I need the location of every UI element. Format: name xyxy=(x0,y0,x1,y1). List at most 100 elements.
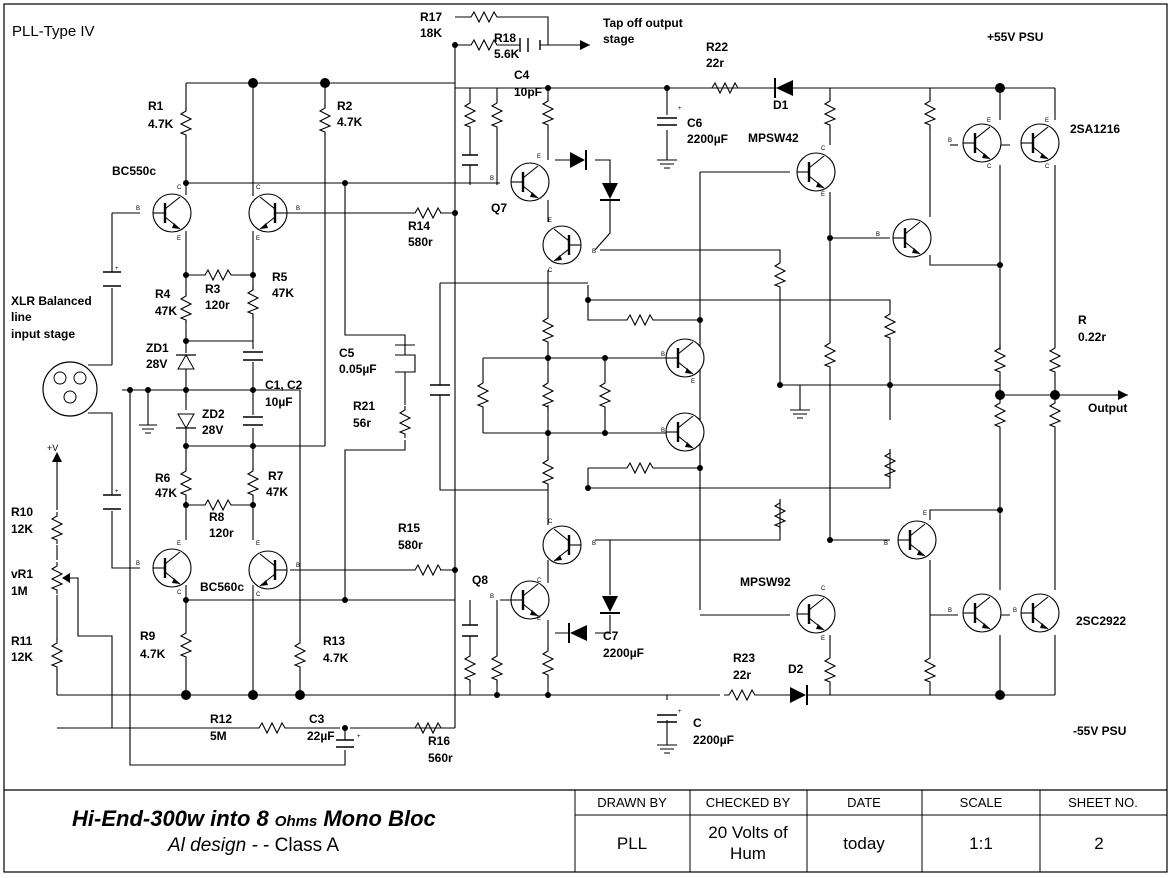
svg-text:C: C xyxy=(1045,164,1050,170)
tap-off-label-2: stage xyxy=(603,32,635,46)
svg-text:D1: D1 xyxy=(773,98,789,112)
d2-label: D2 xyxy=(788,662,804,676)
pin-letters: B C E B C E B E C B E C B E B E C C B B … xyxy=(115,106,1050,740)
svg-text:R: R xyxy=(1078,313,1087,327)
svg-text:E: E xyxy=(987,118,991,124)
svg-text:12K: 12K xyxy=(11,522,33,536)
svg-text:10pF: 10pF xyxy=(514,85,542,99)
capacitor-symbols xyxy=(103,38,677,748)
drawing-subtitle: Al design - - Class A xyxy=(167,835,339,856)
svg-text:120r: 120r xyxy=(205,298,230,312)
svg-text:28V: 28V xyxy=(202,423,223,437)
svg-text:10µF: 10µF xyxy=(265,395,293,409)
checked-by-value-1: 20 Volts of xyxy=(708,823,788,842)
svg-text:47K: 47K xyxy=(266,485,288,499)
svg-text:R18: R18 xyxy=(494,31,516,45)
ground-symbols xyxy=(139,159,810,754)
svg-text:4.7K: 4.7K xyxy=(337,115,363,129)
svg-text:C3: C3 xyxy=(309,712,325,726)
2sc2922-label: 2SC2922 xyxy=(1076,614,1126,628)
sheet-no-header: SHEET NO. xyxy=(1068,795,1138,810)
svg-text:R17: R17 xyxy=(420,10,442,24)
svg-text:B: B xyxy=(490,176,494,182)
drawn-by-value: PLL xyxy=(617,834,647,853)
svg-text:E: E xyxy=(256,236,260,242)
svg-text:+: + xyxy=(115,489,119,495)
svg-text:C6: C6 xyxy=(687,116,703,130)
svg-text:C: C xyxy=(256,592,261,598)
svg-text:+: + xyxy=(115,266,119,272)
svg-text:E: E xyxy=(821,192,825,198)
svg-text:B: B xyxy=(490,594,494,600)
svg-text:line: line xyxy=(11,310,32,324)
svg-text:C: C xyxy=(693,716,702,730)
svg-text:XLR Balanced: XLR Balanced xyxy=(11,294,92,308)
svg-text:R2: R2 xyxy=(337,99,353,113)
svg-text:C: C xyxy=(537,578,542,584)
r2-label: R2 4.7K xyxy=(337,99,363,129)
svg-text:2200µF: 2200µF xyxy=(603,646,644,660)
svg-text:D2: D2 xyxy=(788,662,804,676)
svg-text:vR1: vR1 xyxy=(11,567,33,581)
r9-label: R9 4.7K xyxy=(140,629,166,661)
svg-text:E: E xyxy=(691,379,695,385)
c5-label: C50.05µF xyxy=(339,346,377,376)
svg-text:C: C xyxy=(548,519,553,525)
svg-text:R9: R9 xyxy=(140,629,156,643)
svg-text:28V: 28V xyxy=(146,357,167,371)
svg-text:2200µF: 2200µF xyxy=(687,132,728,146)
svg-text:B: B xyxy=(661,428,665,434)
svg-text:E: E xyxy=(537,616,541,622)
svg-text:R16: R16 xyxy=(428,734,450,748)
svg-text:47K: 47K xyxy=(272,286,294,300)
r16-label: R16 560r xyxy=(428,734,453,765)
svg-text:B: B xyxy=(948,608,952,614)
svg-text:18K: 18K xyxy=(420,26,442,40)
type-label: PLL-Type IV xyxy=(12,23,95,40)
svg-text:E: E xyxy=(821,636,825,642)
svg-text:12K: 12K xyxy=(11,650,33,664)
svg-text:R6: R6 xyxy=(155,471,171,485)
svg-text:4.7K: 4.7K xyxy=(323,651,349,665)
svg-text:4.7K: 4.7K xyxy=(140,647,166,661)
c6-label: C6 2200µF xyxy=(687,116,728,146)
svg-text:560r: 560r xyxy=(428,751,453,765)
plus-v-label: +V xyxy=(47,443,58,453)
svg-text:B: B xyxy=(948,138,952,144)
svg-text:22r: 22r xyxy=(733,668,751,682)
diode-symbols xyxy=(176,78,808,705)
supply-positive-label: +55V PSU xyxy=(987,30,1043,44)
svg-text:0.05µF: 0.05µF xyxy=(339,362,377,376)
svg-text:R23: R23 xyxy=(733,651,755,665)
svg-text:E: E xyxy=(548,218,552,224)
svg-text:+: + xyxy=(678,709,682,715)
svg-text:47K: 47K xyxy=(155,304,177,318)
svg-text:R14: R14 xyxy=(408,219,430,233)
svg-text:+: + xyxy=(357,734,361,740)
scale-value: 1:1 xyxy=(969,834,993,853)
svg-text:R15: R15 xyxy=(398,521,420,535)
svg-text:120r: 120r xyxy=(209,526,234,540)
svg-text:R10: R10 xyxy=(11,505,33,519)
sheet-frame xyxy=(3,3,1168,873)
input-stage-label: XLR Balanced line input stage xyxy=(11,294,92,341)
drawn-by-header: DRAWN BY xyxy=(597,795,667,810)
svg-text:4.7K: 4.7K xyxy=(148,117,174,131)
svg-text:Q8: Q8 xyxy=(472,573,488,587)
svg-text:R22: R22 xyxy=(706,40,728,54)
transistor-type-labels: BC550c BC560c MPSW42 MPSW92 2SA1216 2SC2… xyxy=(112,122,1126,628)
svg-text:C: C xyxy=(821,146,826,152)
title-ohms: Ohms xyxy=(275,813,318,830)
svg-text:B: B xyxy=(136,561,140,567)
